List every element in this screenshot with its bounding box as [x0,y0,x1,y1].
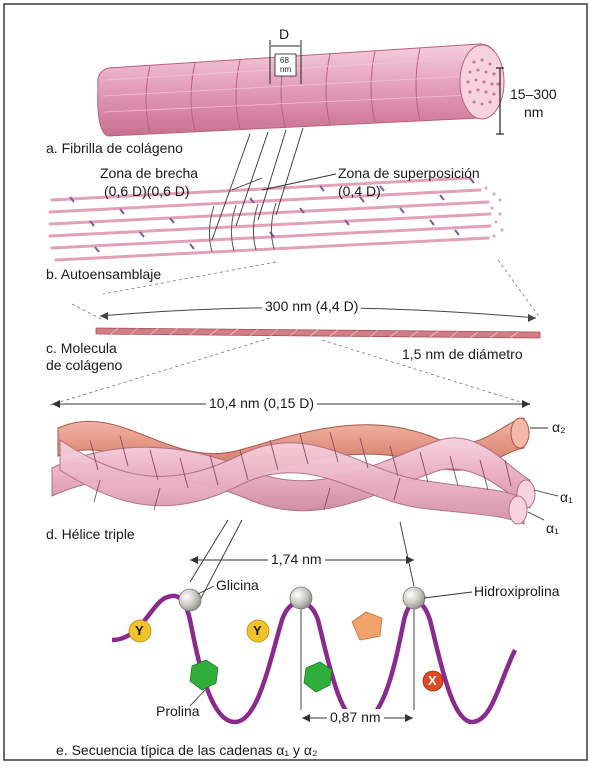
label-c-line2: de colágeno [46,357,122,373]
glycine-ball [290,587,312,609]
distance-174-label: 1,74 nm [268,551,325,567]
glycine-label: Glicina [216,577,259,593]
molecule-diameter-label: 1,5 nm de diámetro [402,346,523,362]
alpha2-label: α₂ [552,419,566,435]
gap-zone-title: Zona de brecha [100,165,198,181]
hydroxyproline-label: Hidroxiprolina [474,583,560,599]
dimension-68-label: 68 [280,56,289,65]
proline-label: Prolina [156,703,200,719]
x-residue-label: X [428,673,437,688]
label-b-self-assembly: b. Autoensamblaje [46,266,161,282]
y-residue-label-2: Y [253,623,262,638]
helix-length-label: 10,4 nm (0,15 D) [206,395,317,411]
label-c-line1: c. Molecula [46,340,117,356]
label-d-triple-helix: d. Hélice triple [46,526,135,542]
y-residue-label-1: Y [135,623,144,638]
overlap-zone-value: (0,4 D) [338,183,381,199]
fibril-diameter-range: 15–300 [510,86,557,102]
alpha1-label-b: α₁ [546,520,559,536]
glycine-ball [179,589,201,611]
distance-087-label: 0,87 nm [327,709,384,725]
glycine-ball [403,587,425,609]
triple-helix [52,400,558,600]
hydroxyproline-pentagon [352,612,382,640]
molecule-length-label: 300 nm (4,4 D) [262,298,361,314]
proline-hexagon [190,660,218,690]
dimension-68-unit: nm [280,65,291,74]
gap-zone-values: (0,6 D)(0,6 D) [104,183,190,199]
label-e-sequence: e. Secuencia típica de las cadenas α₁ y … [56,742,317,758]
collagen-fibril [98,40,504,136]
dimension-d-label: D [279,26,289,42]
fibril-diameter-unit: nm [524,104,543,120]
label-a-fibril: a. Fibrilla de colágeno [46,140,183,156]
alpha1-label-a: α₁ [560,489,573,505]
amino-acid-sequence [112,556,515,722]
overlap-zone-title: Zona de superposición [338,165,480,181]
